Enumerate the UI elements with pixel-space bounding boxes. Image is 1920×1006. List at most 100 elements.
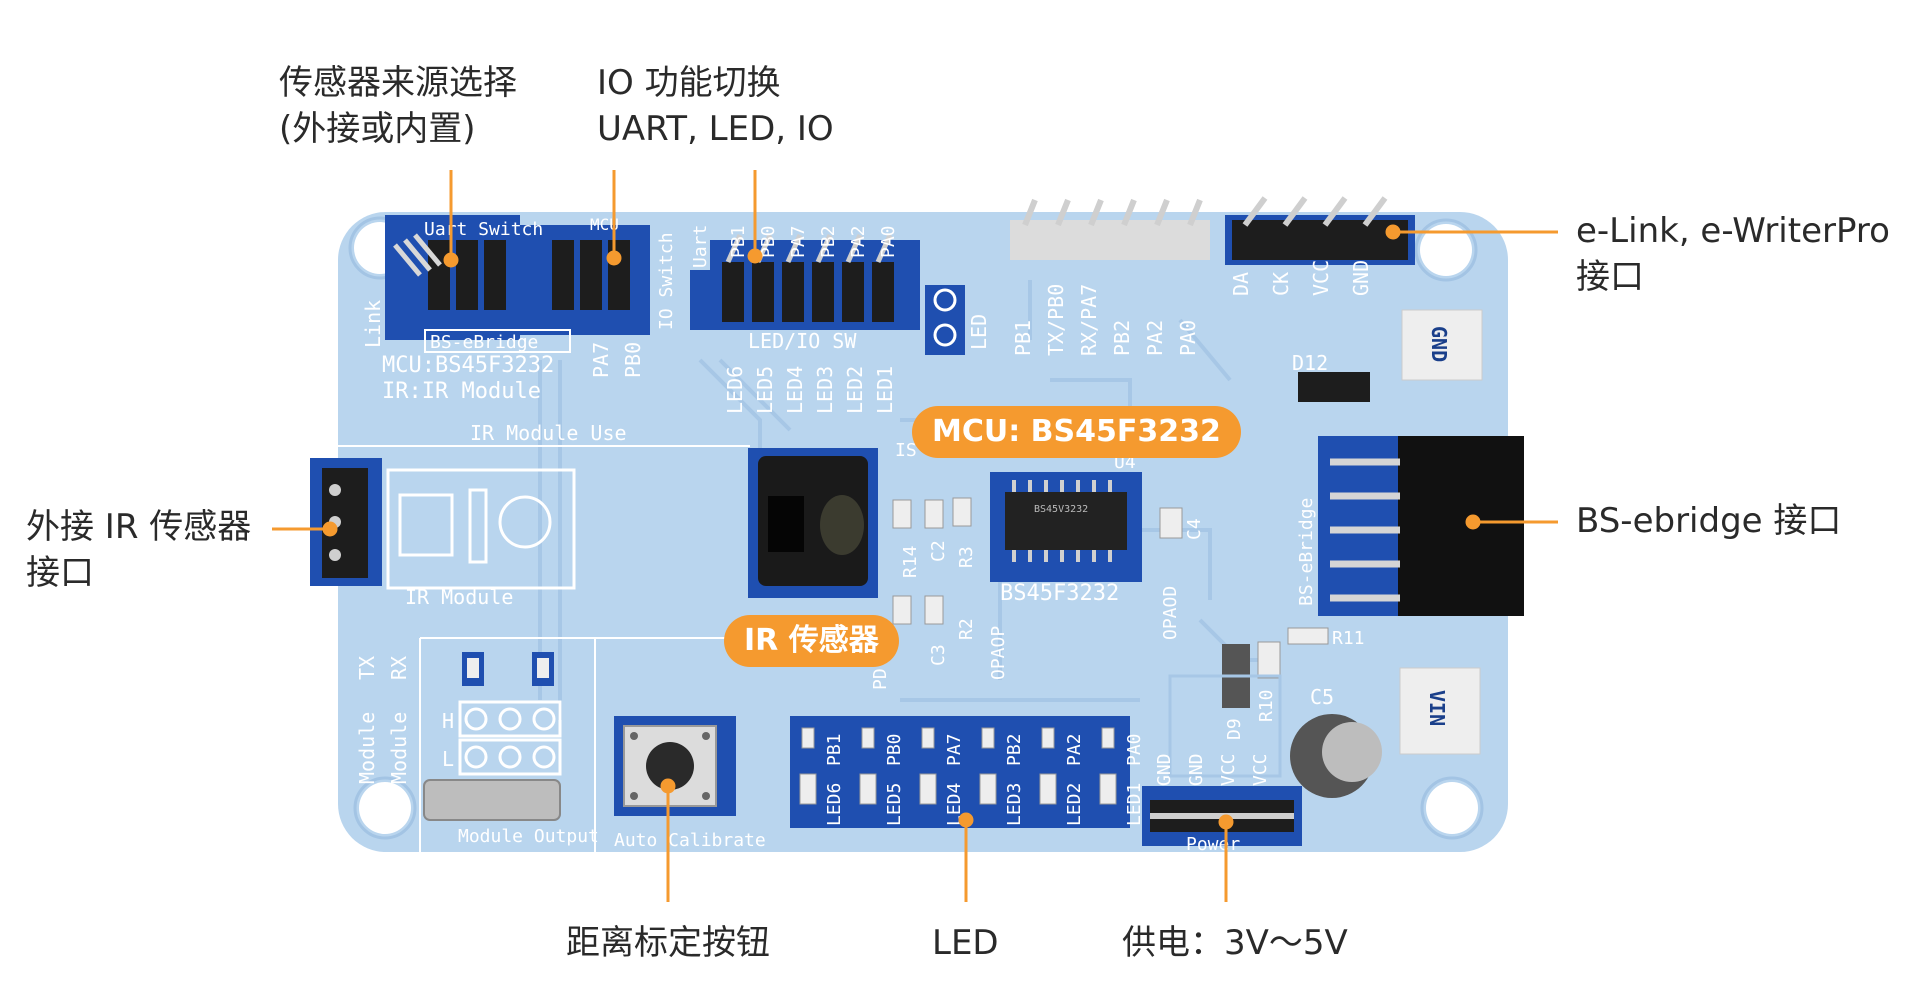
- callout-sensor-source: 传感器来源选择 (外接或内置): [279, 60, 517, 152]
- silk-chip: BS45F3232: [1000, 581, 1119, 606]
- led-strip: [790, 716, 1130, 828]
- callout-power: 供电：3V～5V: [1122, 920, 1348, 966]
- silk-uart: Uart: [690, 225, 711, 268]
- silk-opaop: OPAOP: [988, 626, 1009, 680]
- top-pin-header: [1010, 198, 1210, 260]
- callout-io-switch: IO 功能切换 UART, LED, IO: [597, 60, 834, 152]
- silk-bottom-led-pin-2: PA7: [944, 733, 965, 766]
- silk-bottom-led-pin-3: PB2: [1004, 733, 1025, 766]
- callout-power-line1: 供电：3V～5V: [1122, 923, 1348, 963]
- silk-is: IS: [895, 440, 917, 461]
- silk-header-pin-5: PA0: [1176, 320, 1200, 356]
- silk-chip-marking: BS45V3232: [1034, 504, 1088, 515]
- silk-tx: TX: [355, 656, 379, 680]
- silk-uart-switch: Uart Switch: [424, 219, 543, 240]
- mcu-badge: MCU: BS45F3232: [912, 406, 1241, 458]
- silk-module-output: Module Output: [458, 826, 599, 847]
- silk-link: Link: [361, 300, 385, 348]
- silk-led-col-3: LED3: [813, 366, 837, 414]
- ir-sensor-component: [748, 448, 878, 598]
- silk-l: L: [442, 747, 454, 771]
- mcu-chip: [990, 472, 1142, 582]
- silk-pa7: PA7: [589, 342, 613, 378]
- silk-top-pin-5: PA0: [878, 225, 899, 258]
- silk-bottom-led-pin-4: PA2: [1064, 733, 1085, 766]
- silk-c3: C3: [928, 644, 949, 666]
- silk-led-right: LED: [967, 314, 991, 350]
- elink-header: [1225, 196, 1415, 265]
- silk-mcu-note: MCU:BS45F3232: [382, 353, 554, 378]
- silk-power: Power: [1186, 834, 1240, 855]
- silk-rx: RX: [387, 656, 411, 680]
- callout-bs-ebridge: BS-ebridge 接口: [1576, 498, 1841, 544]
- callout-calibrate: 距离标定按钮: [566, 920, 770, 966]
- silk-d12: D12: [1292, 351, 1328, 375]
- silk-top-pin-3: PB2: [818, 225, 839, 258]
- callout-calibrate-line1: 距离标定按钮: [566, 923, 770, 963]
- silk-bottom-led-pin-1: PB0: [884, 733, 905, 766]
- silk-power-pin-1: GND: [1186, 753, 1207, 786]
- ir-sensor-badge: IR 传感器: [724, 615, 899, 667]
- silk-r14: R14: [900, 545, 921, 578]
- callout-io-switch-line1: IO 功能切换: [597, 63, 781, 103]
- silk-opaod: OPAOD: [1160, 586, 1181, 640]
- silk-header-pin-2: RX/PA7: [1077, 284, 1101, 356]
- silk-d9: D9: [1224, 718, 1245, 740]
- silk-top-pin-4: PA2: [848, 225, 869, 258]
- silk-ir-note: IR:IR Module: [382, 379, 541, 404]
- silk-vin: VIN: [1425, 690, 1449, 726]
- callout-io-switch-line2: UART, LED, IO: [597, 109, 834, 149]
- r10-resistor: [1257, 641, 1281, 679]
- callout-bs-ebridge-line1: BS-ebridge 接口: [1576, 501, 1842, 541]
- silk-ir-module-use: IR Module Use: [470, 421, 627, 445]
- silk-elink-pin-1: CK: [1269, 272, 1293, 296]
- silk-header-pin-1: TX/PB0: [1044, 284, 1068, 356]
- silk-r11: R11: [1332, 628, 1365, 649]
- silk-h: H: [442, 709, 454, 733]
- smd-components: [892, 497, 1183, 625]
- callout-elink-line1: e-Link, e-WriterPro: [1576, 211, 1890, 251]
- silk-auto-calibrate: Auto Calibrate: [614, 830, 766, 851]
- silk-bottom-led-name-4: LED2: [1064, 783, 1085, 826]
- mounting-holes: [348, 216, 1484, 840]
- silk-c4: C4: [1184, 518, 1205, 540]
- silk-module-1: Module: [355, 712, 379, 784]
- silk-header-pin-3: PB2: [1110, 320, 1134, 356]
- r11-resistor: [1287, 627, 1329, 645]
- silk-ir-module: IR Module: [405, 585, 513, 609]
- silk-r2: R2: [956, 618, 977, 640]
- silk-led-col-5: LED1: [873, 366, 897, 414]
- callout-ext-ir: 外接 IR 传感器 接口: [26, 504, 251, 596]
- silk-gnd: GND: [1427, 326, 1451, 362]
- vin-pad: [1399, 667, 1481, 755]
- silk-elink-pin-3: GND: [1349, 260, 1373, 296]
- callout-sensor-source-line2: (外接或内置): [279, 109, 476, 149]
- silk-bottom-led-pin-5: PA0: [1124, 733, 1145, 766]
- silk-io-switch: IO Switch: [656, 232, 677, 330]
- silk-bottom-led-name-3: LED3: [1004, 783, 1025, 826]
- silk-elink-pin-0: DA: [1229, 272, 1253, 296]
- silk-led-io-sw: LED/IO SW: [748, 329, 857, 353]
- silk-bs-ebridge-right: BS-eBridge: [1296, 498, 1317, 606]
- silk-power-pin-0: GND: [1154, 753, 1175, 786]
- silk-led-col-2: LED4: [783, 366, 807, 414]
- silk-mcu: MCU: [590, 215, 619, 234]
- callout-leaders: [272, 170, 1558, 902]
- calibrate-button-component: [614, 716, 736, 816]
- silk-header-pin-0: PB1: [1011, 320, 1035, 356]
- polarity-box: [1168, 674, 1282, 778]
- callout-led: LED: [932, 920, 999, 966]
- silk-top-pin-2: PA7: [788, 225, 809, 258]
- silk-led-col-1: LED5: [753, 366, 777, 414]
- silk-r3: R3: [956, 546, 977, 568]
- pcb-board: [338, 212, 1508, 852]
- silk-r10: R10: [1256, 689, 1277, 722]
- silk-c2: C2: [928, 540, 949, 562]
- bs-ebridge-connector: [1318, 436, 1524, 616]
- silk-pd: PD: [870, 668, 891, 690]
